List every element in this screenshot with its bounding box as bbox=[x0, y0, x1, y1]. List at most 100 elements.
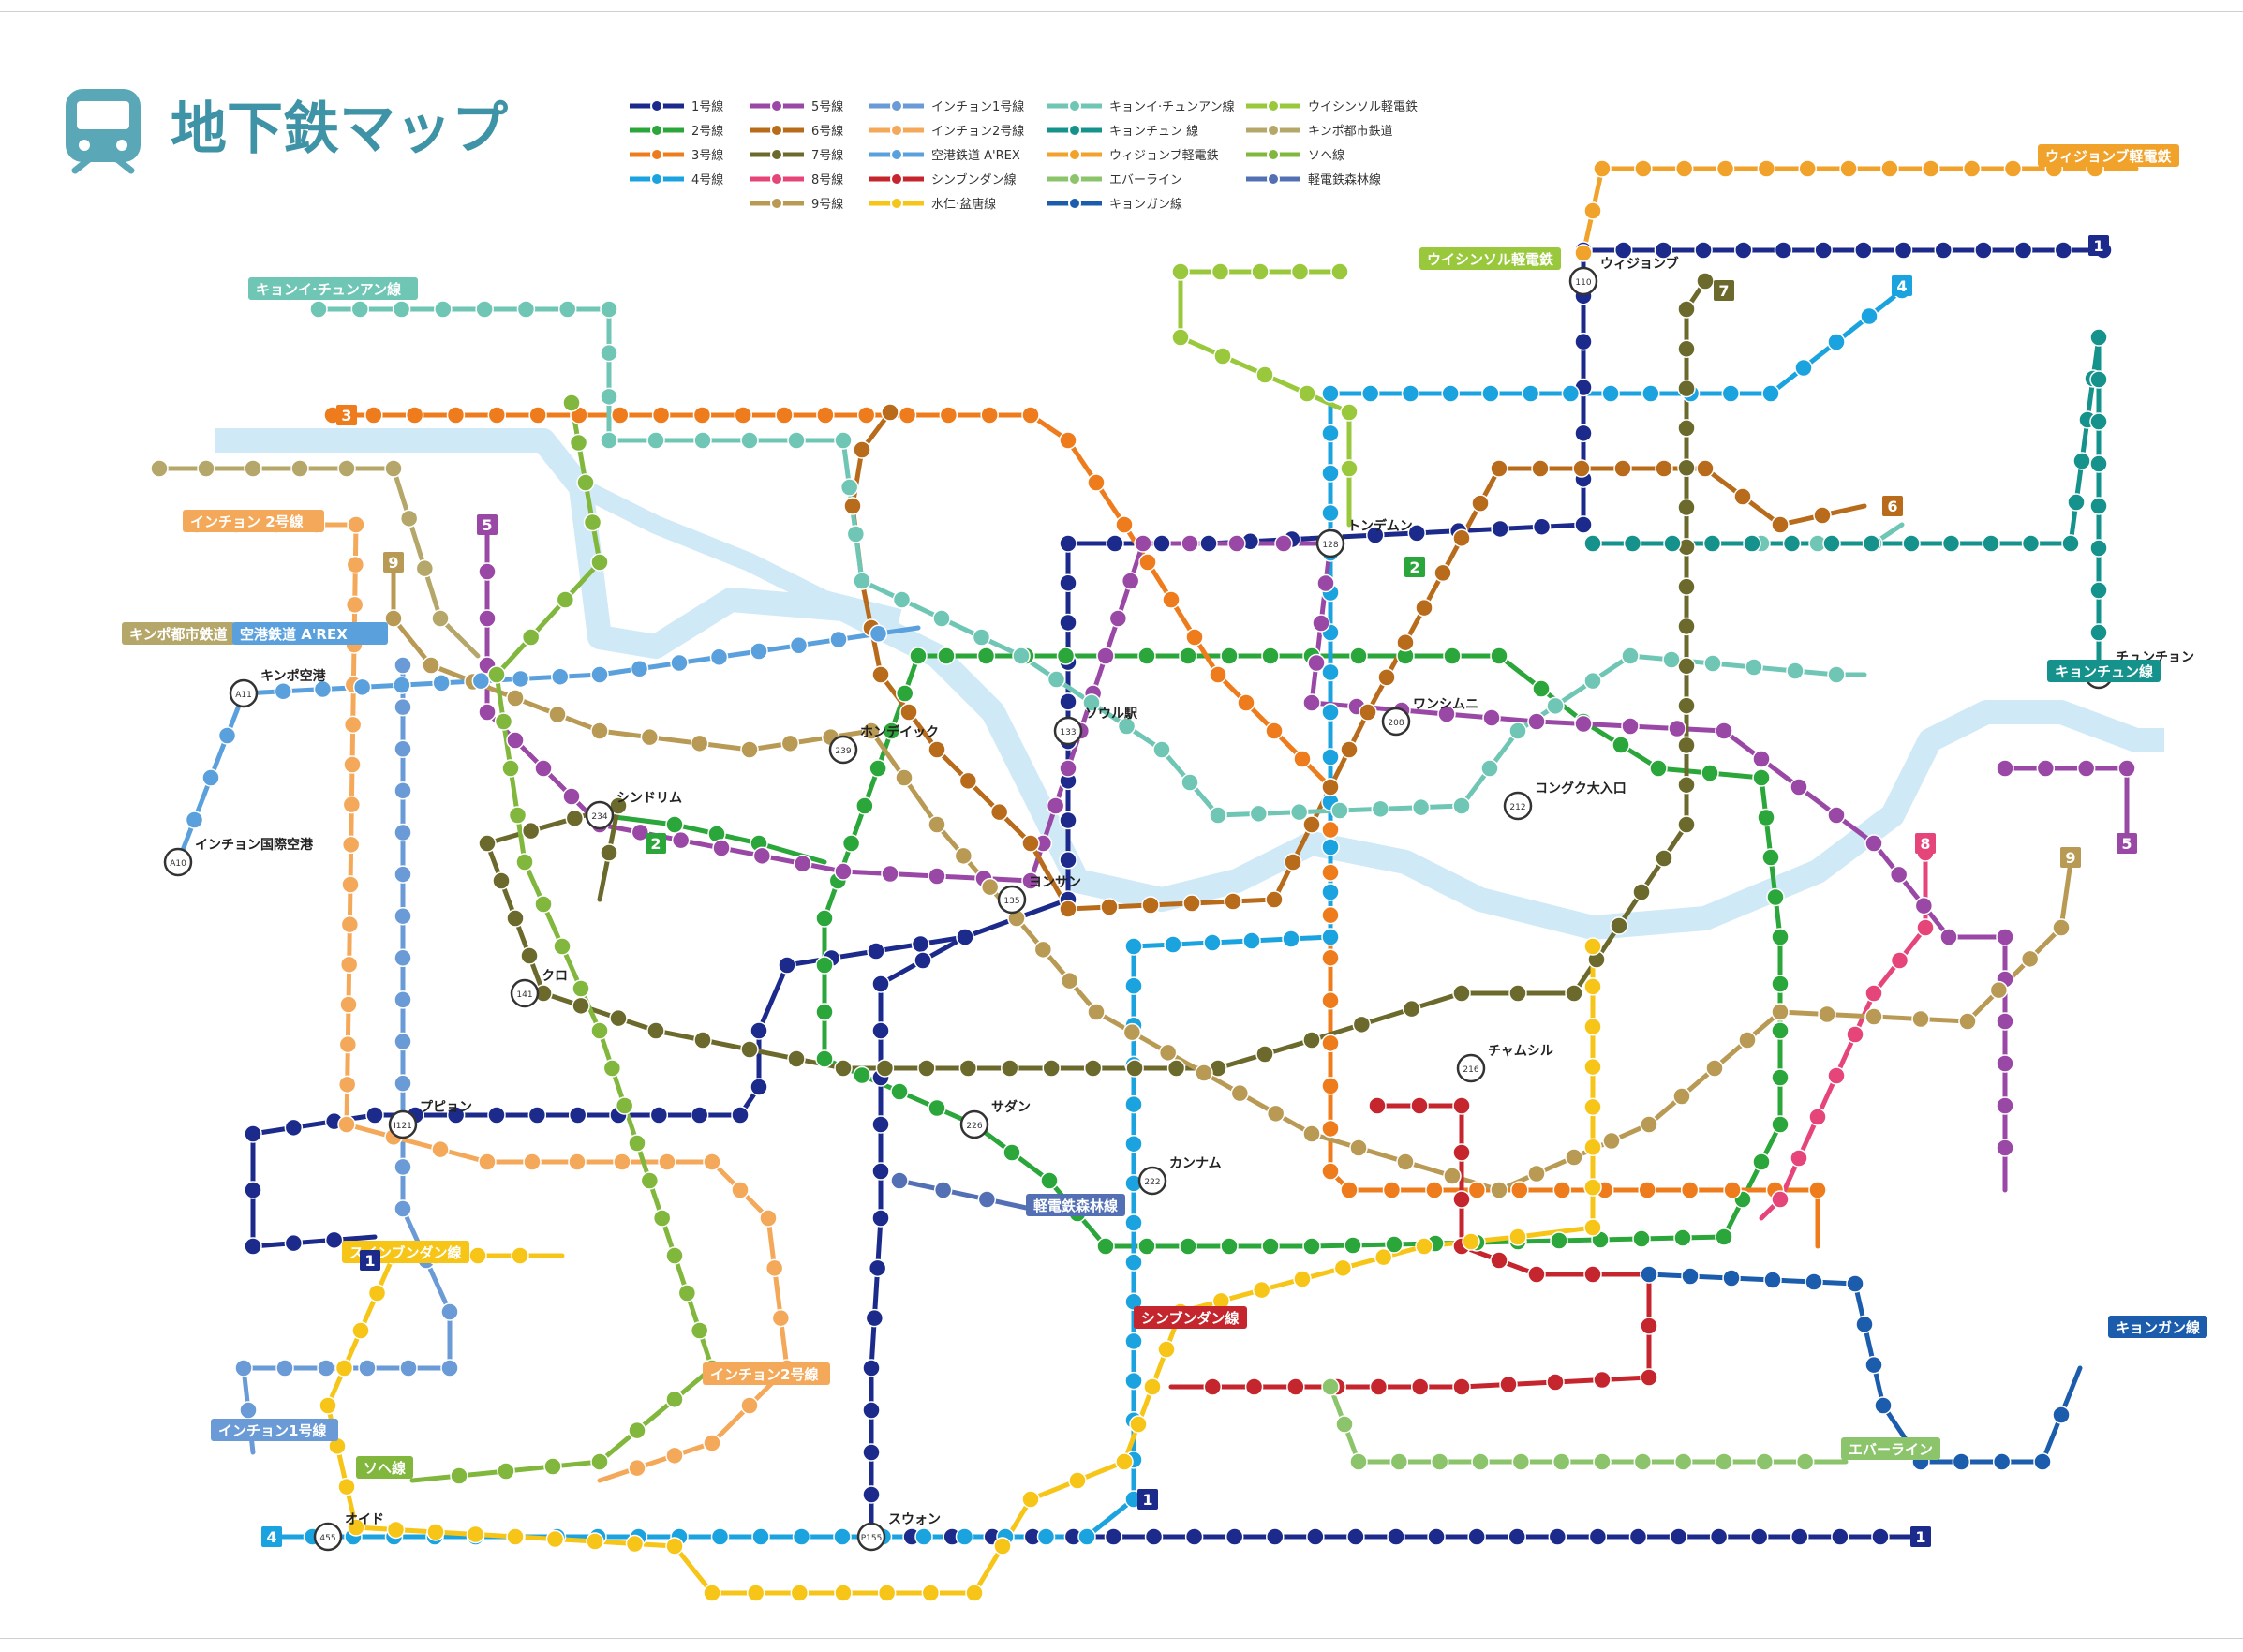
station-dot[interactable] bbox=[185, 811, 204, 829]
station-dot[interactable] bbox=[875, 1059, 895, 1078]
station-dot[interactable] bbox=[1864, 834, 1883, 853]
station-dot[interactable] bbox=[869, 759, 887, 778]
station-dot[interactable] bbox=[1641, 384, 1660, 403]
station-dot[interactable] bbox=[520, 946, 539, 965]
station-dot[interactable] bbox=[911, 934, 930, 954]
station-dot[interactable] bbox=[244, 1237, 262, 1256]
station-dot[interactable] bbox=[877, 1584, 897, 1602]
station-dot[interactable] bbox=[1284, 853, 1302, 871]
station-dot[interactable] bbox=[1846, 1025, 1864, 1044]
station-dot[interactable] bbox=[1508, 1527, 1526, 1546]
station-dot[interactable] bbox=[630, 660, 649, 678]
station-dot[interactable] bbox=[871, 1162, 890, 1181]
station-dot[interactable] bbox=[914, 951, 932, 970]
station-dot[interactable] bbox=[690, 734, 709, 753]
station-dot[interactable] bbox=[665, 1537, 684, 1555]
station-dot[interactable] bbox=[394, 781, 412, 800]
station-dot[interactable] bbox=[1655, 459, 1673, 478]
station-dot[interactable] bbox=[1628, 1527, 1648, 1546]
station-dot[interactable] bbox=[1144, 1527, 1164, 1546]
station-dot[interactable] bbox=[384, 459, 403, 478]
station-dot[interactable] bbox=[497, 1462, 515, 1481]
station-dot[interactable] bbox=[1046, 796, 1065, 815]
station-dot[interactable] bbox=[1125, 1059, 1144, 1078]
station-dot[interactable] bbox=[1752, 768, 1771, 787]
station-dot[interactable] bbox=[313, 679, 333, 699]
station-dot[interactable] bbox=[1654, 241, 1673, 260]
station-dot[interactable] bbox=[2003, 159, 2023, 178]
station-dot[interactable] bbox=[1059, 811, 1077, 830]
station-dot[interactable] bbox=[426, 1523, 445, 1541]
station-dot[interactable] bbox=[1452, 984, 1471, 1003]
station-dot[interactable] bbox=[1252, 1280, 1271, 1300]
station-dot[interactable] bbox=[515, 853, 534, 871]
station-dot[interactable] bbox=[937, 647, 956, 665]
station-dot[interactable] bbox=[1982, 534, 2000, 553]
station-dot[interactable] bbox=[1096, 647, 1115, 665]
station-dot[interactable] bbox=[1902, 534, 1921, 553]
station-dot[interactable] bbox=[1321, 1119, 1340, 1139]
station-dot[interactable] bbox=[976, 647, 996, 665]
station-dot[interactable] bbox=[1677, 775, 1696, 795]
station-dot[interactable] bbox=[1623, 534, 1642, 553]
station-dot[interactable] bbox=[1846, 1274, 1864, 1293]
station-dot[interactable] bbox=[609, 1008, 628, 1028]
station-dot[interactable] bbox=[1782, 534, 1802, 553]
station-dot[interactable] bbox=[1471, 494, 1490, 513]
station-dot[interactable] bbox=[1115, 515, 1134, 534]
station-dot[interactable] bbox=[1033, 940, 1053, 960]
station-dot[interactable] bbox=[1040, 1171, 1059, 1190]
station-dot[interactable] bbox=[572, 996, 590, 1016]
station-dot[interactable] bbox=[572, 979, 590, 998]
station-dot[interactable] bbox=[1182, 894, 1201, 913]
station-dot[interactable] bbox=[1225, 1527, 1244, 1546]
station-dot[interactable] bbox=[1162, 590, 1181, 609]
station-dot[interactable] bbox=[562, 394, 581, 412]
station-dot[interactable] bbox=[339, 995, 358, 1014]
station-dot[interactable] bbox=[1141, 896, 1160, 915]
station-dot[interactable] bbox=[466, 1525, 485, 1544]
station-dot[interactable] bbox=[2054, 241, 2073, 260]
station-dot[interactable] bbox=[1227, 534, 1246, 553]
station-dot[interactable] bbox=[1104, 1527, 1123, 1546]
station-dot[interactable] bbox=[1640, 1317, 1658, 1335]
station-dot[interactable] bbox=[771, 1308, 791, 1328]
station-dot[interactable] bbox=[393, 676, 411, 694]
station-dot[interactable] bbox=[506, 1527, 525, 1546]
station-dot[interactable] bbox=[855, 796, 874, 815]
station-dot[interactable] bbox=[568, 1153, 587, 1171]
station-dot[interactable] bbox=[690, 1106, 709, 1124]
station-dot[interactable] bbox=[1087, 1003, 1106, 1021]
station-dot[interactable] bbox=[853, 572, 871, 590]
station-dot[interactable] bbox=[217, 726, 237, 745]
station-dot[interactable] bbox=[1763, 1271, 1782, 1289]
station-dot[interactable] bbox=[234, 1359, 253, 1377]
station-dot[interactable] bbox=[197, 459, 215, 478]
station-dot[interactable] bbox=[958, 771, 978, 791]
station-dot[interactable] bbox=[548, 705, 567, 724]
station-dot[interactable] bbox=[1289, 802, 1309, 822]
station-dot[interactable] bbox=[1499, 1375, 1518, 1394]
station-dot[interactable] bbox=[2067, 493, 2086, 512]
station-dot[interactable] bbox=[867, 942, 885, 960]
station-dot[interactable] bbox=[1124, 1094, 1143, 1114]
station-dot[interactable] bbox=[2089, 623, 2108, 642]
station-dot[interactable] bbox=[1199, 534, 1218, 553]
station-dot[interactable] bbox=[628, 1458, 646, 1478]
station-dot[interactable] bbox=[1583, 1178, 1602, 1197]
station-dot[interactable] bbox=[1335, 1415, 1354, 1434]
station-dot[interactable] bbox=[275, 1359, 294, 1377]
station-dot[interactable] bbox=[759, 1209, 778, 1228]
station-dot[interactable] bbox=[1790, 1527, 1809, 1546]
station-dot[interactable] bbox=[1552, 1181, 1572, 1199]
station-dot[interactable] bbox=[1036, 1527, 1056, 1546]
station-dot[interactable] bbox=[1410, 1377, 1430, 1396]
station-dot[interactable] bbox=[665, 1246, 684, 1265]
station-dot[interactable] bbox=[780, 734, 800, 753]
station-dot[interactable] bbox=[2033, 1452, 2052, 1471]
station-dot[interactable] bbox=[1480, 759, 1499, 778]
